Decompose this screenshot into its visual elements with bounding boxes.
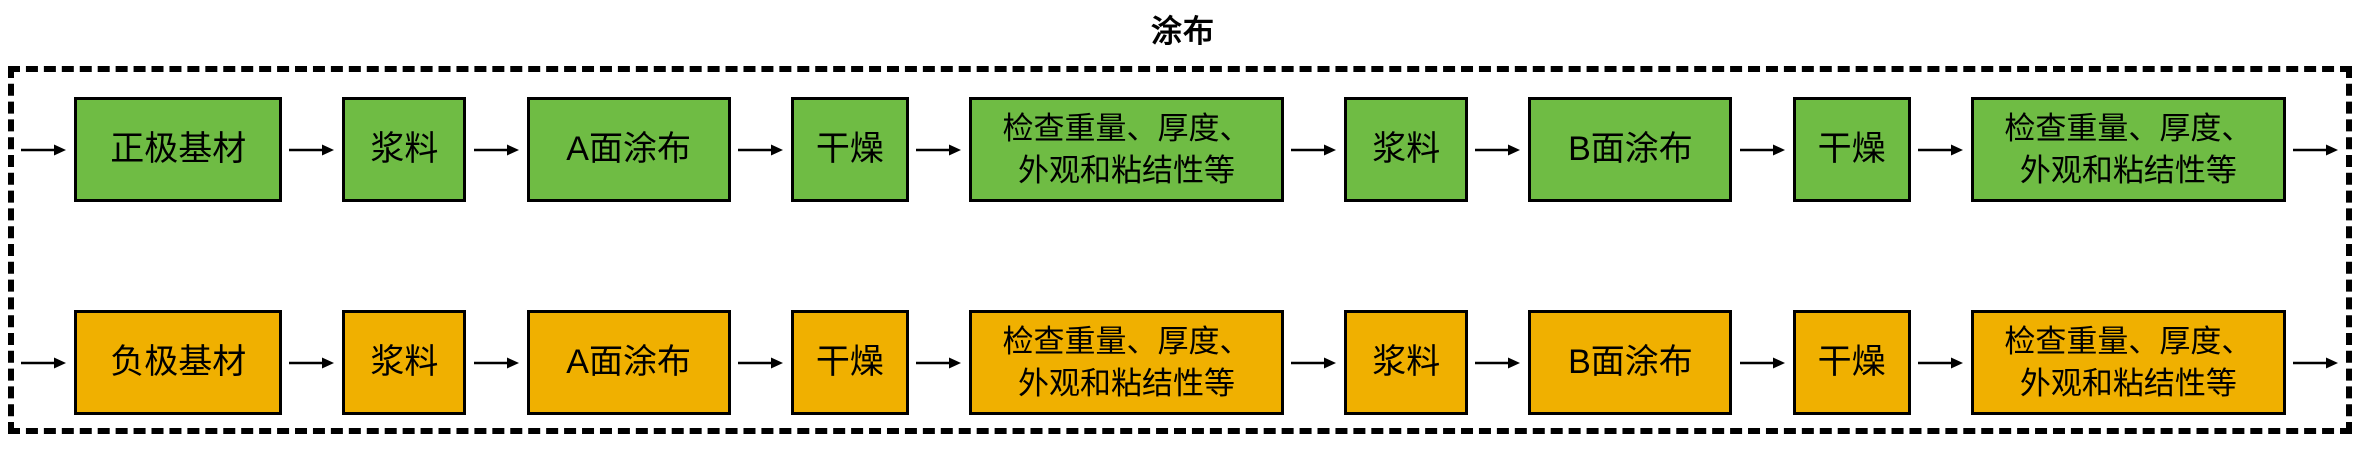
- step-coating-b: B面涂布: [1528, 310, 1733, 415]
- step-inspection-a: 检查重量、厚度、 外观和粘结性等: [969, 310, 1285, 415]
- flow-arrow: [1284, 310, 1344, 415]
- step-label: A面涂布: [566, 130, 691, 169]
- flow-arrow: [1732, 310, 1792, 415]
- step-label: 干燥: [815, 343, 884, 382]
- step-label: 干燥: [1817, 343, 1886, 382]
- step-coating-a: A面涂布: [526, 97, 731, 202]
- flow-arrow: [1468, 97, 1528, 202]
- arrow-right-icon: [1917, 144, 1963, 155]
- arrow-right-icon: [289, 357, 335, 368]
- step-label: 正极基材: [110, 130, 247, 169]
- step-label: 浆料: [1372, 343, 1441, 382]
- step-drying-b: 干燥: [1792, 97, 1911, 202]
- flow-arrow: [14, 310, 74, 415]
- arrow-right-icon: [21, 144, 67, 155]
- arrow-right-icon: [1475, 144, 1521, 155]
- step-coating-b: B面涂布: [1528, 97, 1733, 202]
- flow-arrow: [1284, 97, 1344, 202]
- arrow-right-icon: [289, 144, 335, 155]
- step-substrate: 负极基材: [74, 310, 283, 415]
- step-label: 检查重量、厚度、 外观和粘结性等: [2004, 323, 2253, 401]
- positive-electrode-row: 正极基材 浆料 A面涂布 干燥 检查重量、厚度、 外观和粘结性等 浆料 B面涂布…: [14, 97, 2346, 202]
- flow-arrow: [14, 97, 74, 202]
- step-label: 浆料: [370, 130, 439, 169]
- step-label: B面涂布: [1568, 130, 1693, 169]
- flow-arrow: [1468, 310, 1528, 415]
- arrow-right-icon: [1291, 144, 1337, 155]
- arrow-right-icon: [1291, 357, 1337, 368]
- arrow-right-icon: [2292, 357, 2338, 368]
- flow-arrow: [1911, 97, 1971, 202]
- arrow-right-icon: [737, 357, 783, 368]
- step-drying-a: 干燥: [790, 310, 909, 415]
- step-drying-a: 干燥: [790, 97, 909, 202]
- arrow-right-icon: [737, 144, 783, 155]
- flow-arrow: [909, 310, 969, 415]
- arrow-right-icon: [915, 144, 961, 155]
- step-slurry-b: 浆料: [1344, 97, 1469, 202]
- negative-electrode-row: 负极基材 浆料 A面涂布 干燥 检查重量、厚度、 外观和粘结性等 浆料 B面涂布…: [14, 310, 2346, 415]
- arrow-right-icon: [915, 357, 961, 368]
- step-label: B面涂布: [1568, 343, 1693, 382]
- arrow-right-icon: [1739, 144, 1785, 155]
- step-label: 干燥: [815, 130, 884, 169]
- flow-arrow: [1732, 97, 1792, 202]
- step-label: 检查重量、厚度、 外观和粘结性等: [2004, 110, 2253, 188]
- step-label: A面涂布: [566, 343, 691, 382]
- arrow-right-icon: [21, 357, 67, 368]
- flow-arrow: [466, 97, 526, 202]
- flow-arrow: [466, 310, 526, 415]
- step-slurry-a: 浆料: [342, 310, 467, 415]
- step-inspection-b: 检查重量、厚度、 外观和粘结性等: [1970, 310, 2286, 415]
- arrow-right-icon: [2292, 144, 2338, 155]
- step-drying-b: 干燥: [1792, 310, 1911, 415]
- arrow-right-icon: [473, 144, 519, 155]
- arrow-right-icon: [473, 357, 519, 368]
- step-substrate: 正极基材: [74, 97, 283, 202]
- step-label: 浆料: [1372, 130, 1441, 169]
- arrow-right-icon: [1475, 357, 1521, 368]
- step-label: 检查重量、厚度、 外观和粘结性等: [1002, 110, 1251, 188]
- step-slurry-b: 浆料: [1344, 310, 1469, 415]
- arrow-right-icon: [1917, 357, 1963, 368]
- step-label: 干燥: [1817, 130, 1886, 169]
- step-label: 浆料: [370, 343, 439, 382]
- flow-arrow: [731, 310, 791, 415]
- step-inspection-a: 检查重量、厚度、 外观和粘结性等: [969, 97, 1285, 202]
- step-slurry-a: 浆料: [342, 97, 467, 202]
- flow-arrow: [282, 310, 342, 415]
- arrow-right-icon: [1739, 357, 1785, 368]
- flow-arrow: [2286, 97, 2346, 202]
- flow-arrow: [1911, 310, 1971, 415]
- flow-arrow: [2286, 310, 2346, 415]
- flow-arrow: [282, 97, 342, 202]
- page-title: 涂布: [1151, 14, 1215, 49]
- flow-arrow: [731, 97, 791, 202]
- step-coating-a: A面涂布: [526, 310, 731, 415]
- step-inspection-b: 检查重量、厚度、 外观和粘结性等: [1970, 97, 2286, 202]
- flow-arrow: [909, 97, 969, 202]
- dashed-frame: 正极基材 浆料 A面涂布 干燥 检查重量、厚度、 外观和粘结性等 浆料 B面涂布…: [8, 66, 2352, 434]
- step-label: 负极基材: [110, 343, 247, 382]
- step-label: 检查重量、厚度、 外观和粘结性等: [1002, 323, 1251, 401]
